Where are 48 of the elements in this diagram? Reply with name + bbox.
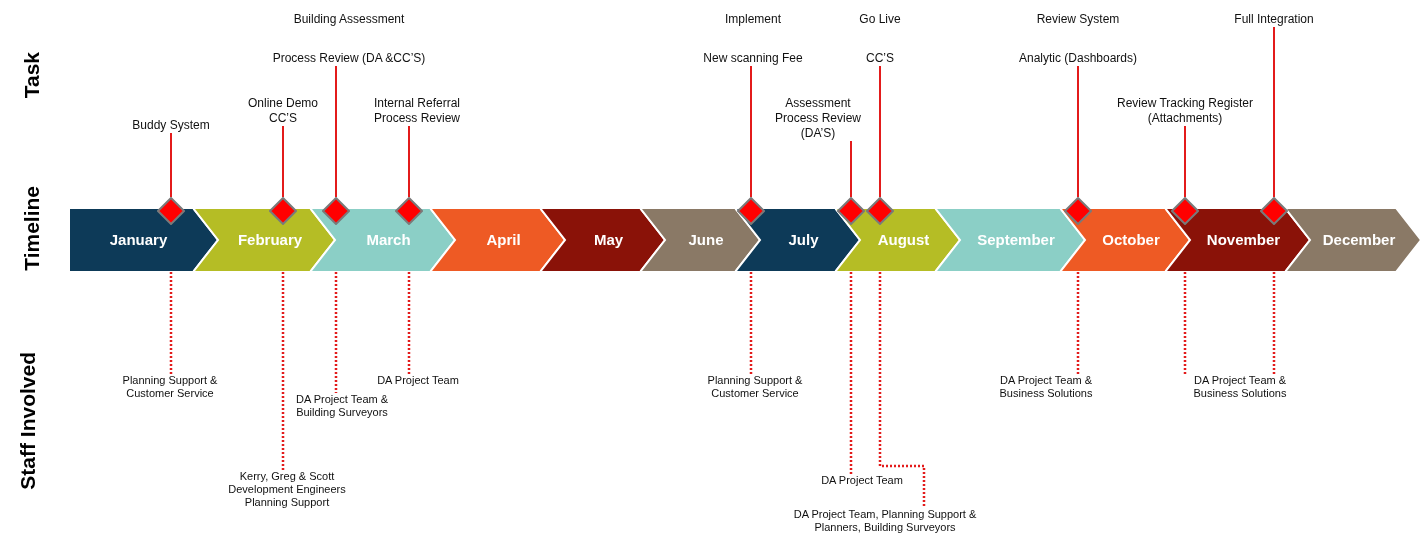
connector-line [1077, 65, 1079, 198]
month-label: September [977, 229, 1055, 250]
staff-label: DA Project Team, Planning Support & Planners, Building Surveyors [792, 508, 978, 534]
axis-label: Task [20, 52, 44, 99]
task-label: Review Tracking Register (Attachments) [1115, 96, 1255, 126]
staff-label: DA Project Team & Building Surveyors [294, 393, 390, 419]
month-label: October [1102, 229, 1160, 250]
task-label: CC’S [866, 51, 894, 66]
staff-label: DA Project Team [377, 374, 459, 387]
task-label: New scanning Fee [703, 51, 803, 66]
task-label: Review System [1036, 12, 1120, 27]
connector-line [879, 65, 881, 198]
connector-line [170, 132, 172, 198]
month-label: December [1322, 229, 1396, 250]
connector-line [850, 140, 852, 198]
task-label: Building Assessment [293, 12, 405, 27]
task-label: Analytic (Dashboards) [1018, 51, 1138, 66]
connector-line [335, 65, 337, 198]
connector-line [1184, 125, 1186, 198]
staff-label: Planning Support & Customer Service [121, 374, 219, 400]
task-label: Full Integration [1234, 12, 1314, 27]
task-label: Implement [725, 12, 781, 27]
month-label: January [109, 229, 168, 250]
task-label: Go Live [859, 12, 901, 27]
month-label: July [788, 229, 819, 250]
month-label: November [1206, 229, 1281, 250]
connector-line [750, 65, 752, 198]
axis-label: Timeline [20, 186, 44, 271]
month-label: June [688, 229, 724, 250]
task-label: Online Demo CC’S [247, 96, 319, 126]
staff-label: DA Project Team & Business Solutions [998, 374, 1094, 400]
task-label: Internal Referral Process Review [372, 96, 461, 126]
month-label: April [486, 229, 521, 250]
month-label: May [593, 229, 624, 250]
connector-line [282, 125, 284, 198]
task-label: Buddy System [132, 118, 210, 133]
month-label: February [237, 229, 303, 250]
connector-line [1273, 26, 1275, 198]
task-label: Process Review (DA &CC’S) [272, 51, 426, 66]
staff-label: DA Project Team [821, 474, 903, 487]
axis-label: Staff Involved [16, 352, 40, 490]
month-label: August [877, 229, 930, 250]
month-label: March [366, 229, 411, 250]
staff-label: DA Project Team & Business Solutions [1192, 374, 1288, 400]
staff-label: Kerry, Greg & Scott Development Engineers Planning Support [227, 470, 347, 509]
task-label: Assessment Process Review (DA’S) [774, 96, 862, 141]
connector-line [408, 125, 410, 198]
staff-label: Planning Support & Customer Service [706, 374, 804, 400]
